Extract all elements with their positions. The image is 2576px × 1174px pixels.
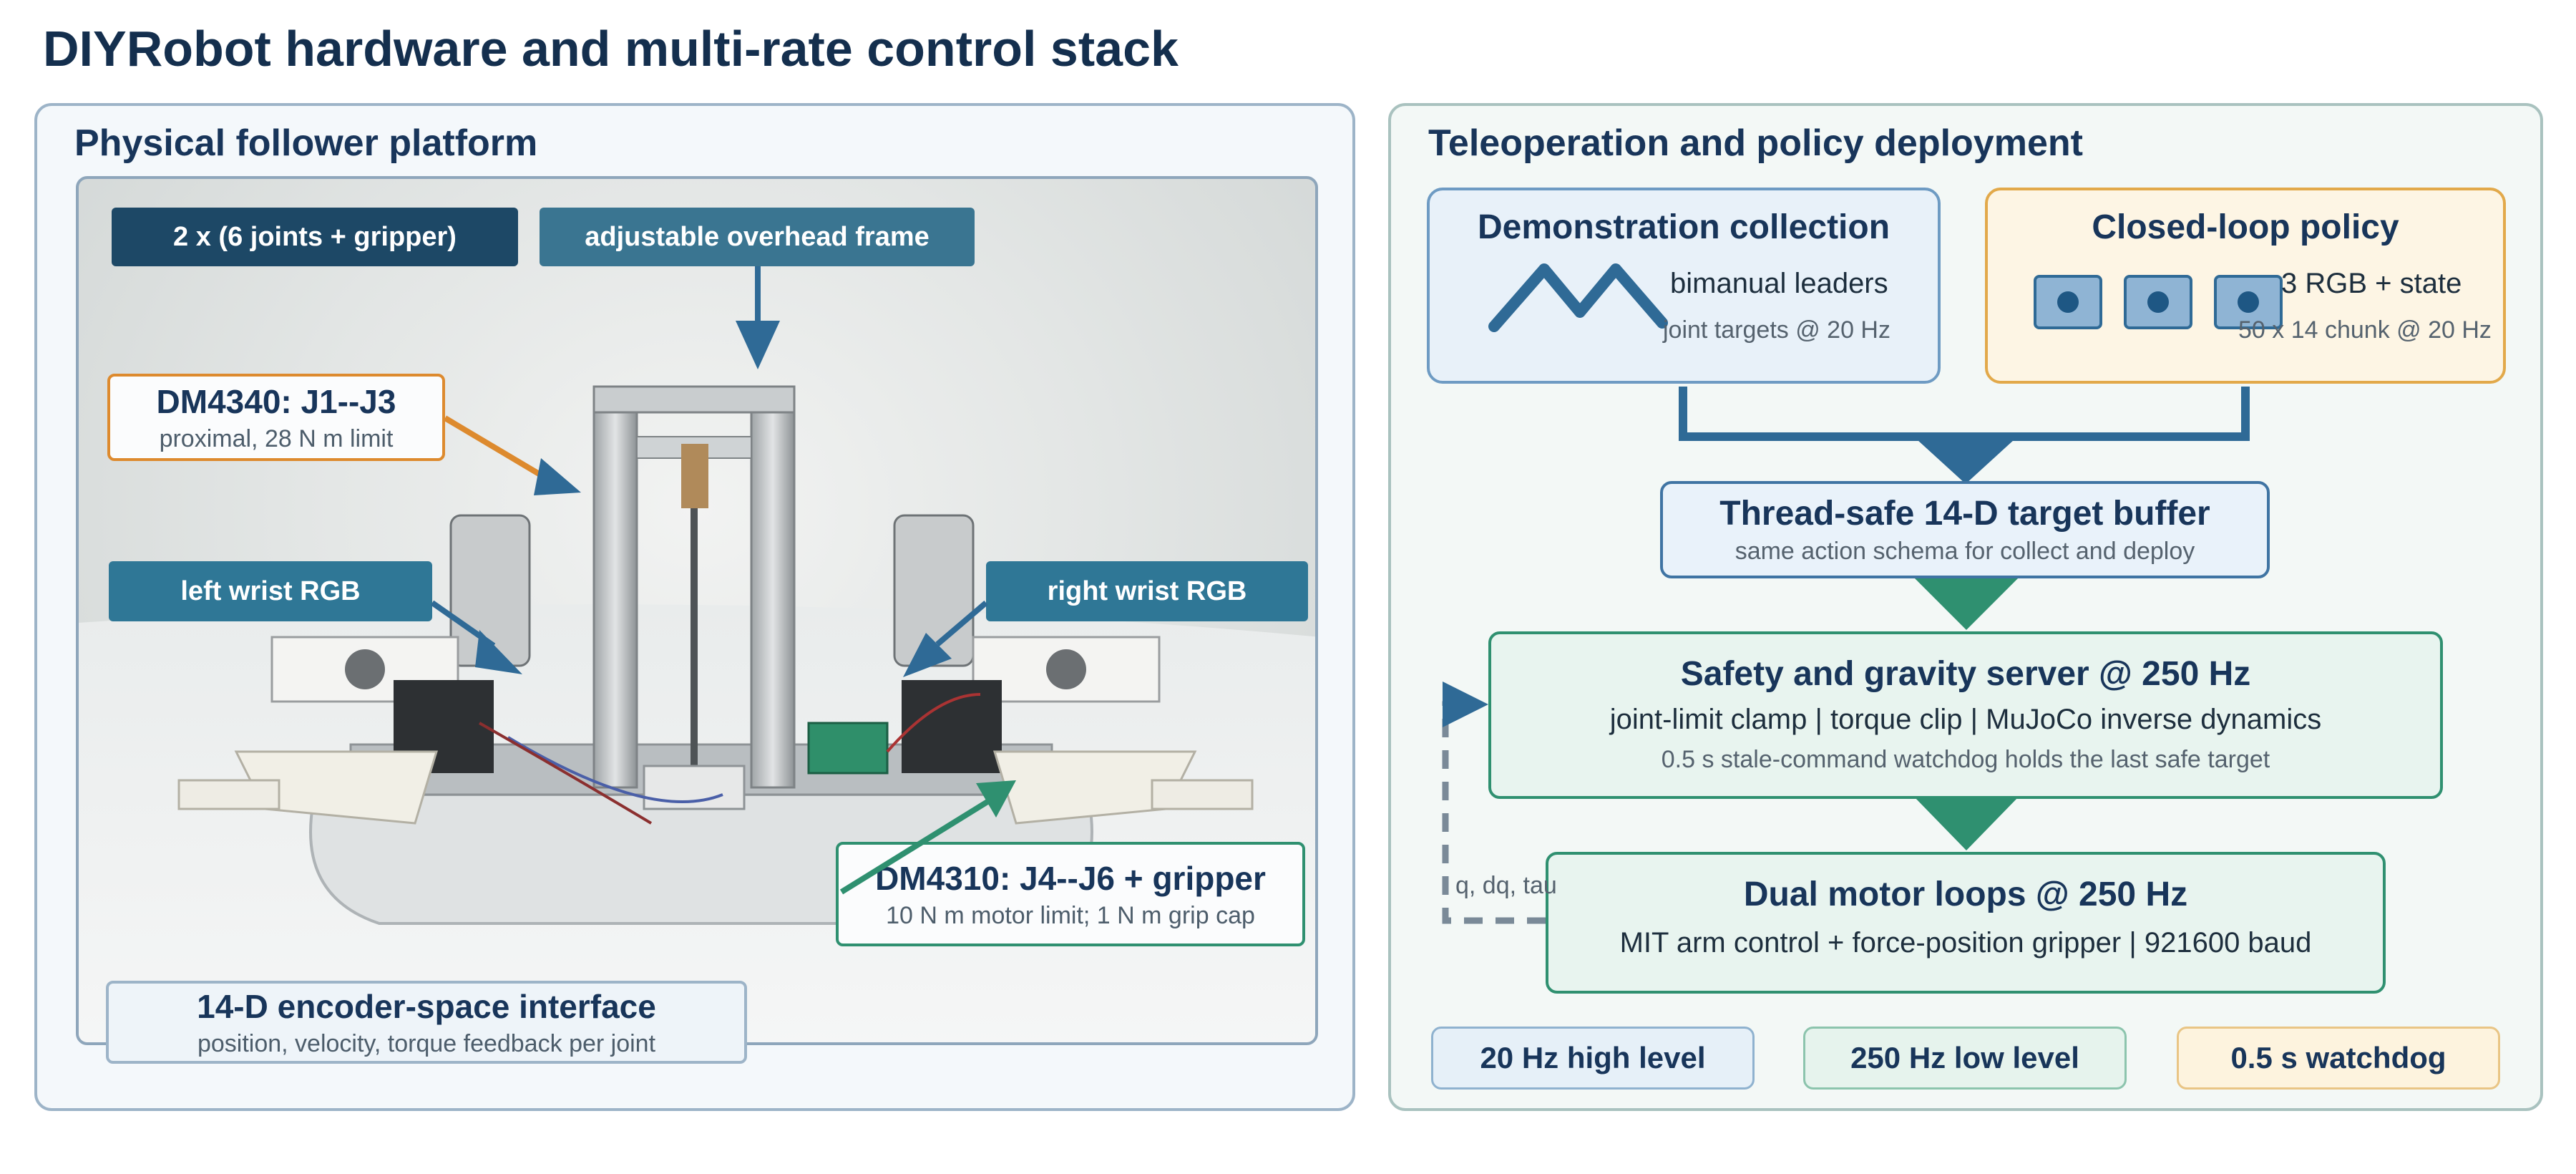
frame-post-left [592,385,638,789]
safety-server-line2: 0.5 s stale-command watchdog holds the l… [1661,746,2270,773]
target-buffer-title: Thread-safe 14-D target buffer [1719,495,2210,533]
demo-collection-title: Demonstration collection [1477,208,1890,246]
safety-server-box: Safety and gravity server @ 250 Hz joint… [1488,631,2443,799]
zigzag-trajectory-icon [1488,263,1668,332]
dm4310-callout: DM4310: J4--J6 + gripper 10 N m motor li… [836,842,1305,946]
policy-title: Closed-loop policy [2092,208,2399,246]
overhead-frame-tag: adjustable overhead frame [540,208,975,266]
policy-line1: 3 RGB + state [2281,268,2462,299]
demo-line1: bimanual leaders [1670,268,1888,299]
control-board [807,722,889,775]
camera-icon [2124,275,2192,329]
rate-pill-high-level: 20 Hz high level [1431,1027,1755,1090]
encoder-interface-callout: 14-D encoder-space interface position, v… [106,981,747,1064]
feedback-label: q, dq, tau [1455,872,1557,899]
camera-icon [2034,275,2102,329]
joints-count-tag: 2 x (6 joints + gripper) [112,208,518,266]
motor-loops-box: Dual motor loops @ 250 Hz MIT arm contro… [1546,852,2386,994]
dm4340-callout: DM4340: J1--J3 proximal, 28 N m limit [107,374,445,461]
safety-server-line1: joint-limit clamp | torque clip | MuJoCo… [1609,704,2322,735]
dm4340-subtitle: proximal, 28 N m limit [159,425,394,452]
camera-icon [2214,275,2283,329]
dm4310-subtitle: 10 N m motor limit; 1 N m grip cap [886,901,1255,929]
right-wrist-rgb-tag: right wrist RGB [986,561,1308,621]
rate-pill-low-level: 250 Hz low level [1803,1027,2127,1090]
frame-post-right [750,385,796,789]
left-wrist-rgb-tag: left wrist RGB [109,561,432,621]
dm4340-title: DM4340: J1--J3 [156,382,396,420]
page-title: DIYRobot hardware and multi-rate control… [43,21,1179,77]
dm4310-title: DM4310: J4--J6 + gripper [875,859,1266,897]
teleop-title: Teleoperation and policy deployment [1428,122,2083,164]
target-buffer-subtitle: same action schema for collect and deplo… [1735,538,2195,565]
encoder-interface-subtitle: position, velocity, torque feedback per … [197,1029,656,1057]
encoder-interface-title: 14-D encoder-space interface [197,987,656,1025]
demo-collection-box: Demonstration collection bimanual leader… [1427,188,1941,384]
policy-box: Closed-loop policy 3 RGB + state 50 x 14… [1985,188,2506,384]
target-buffer-box: Thread-safe 14-D target buffer same acti… [1660,481,2270,578]
physical-platform-title: Physical follower platform [74,122,538,164]
safety-server-title: Safety and gravity server @ 250 Hz [1680,655,2251,693]
policy-line2: 50 x 14 chunk @ 20 Hz [2238,316,2492,344]
demo-line2: joint targets @ 20 Hz [1663,316,1890,344]
motor-loops-title: Dual motor loops @ 250 Hz [1743,875,2188,913]
watchdog-pill: 0.5 s watchdog [2177,1027,2500,1090]
motor-loops-line1: MIT arm control + force-position gripper… [1619,927,2312,959]
